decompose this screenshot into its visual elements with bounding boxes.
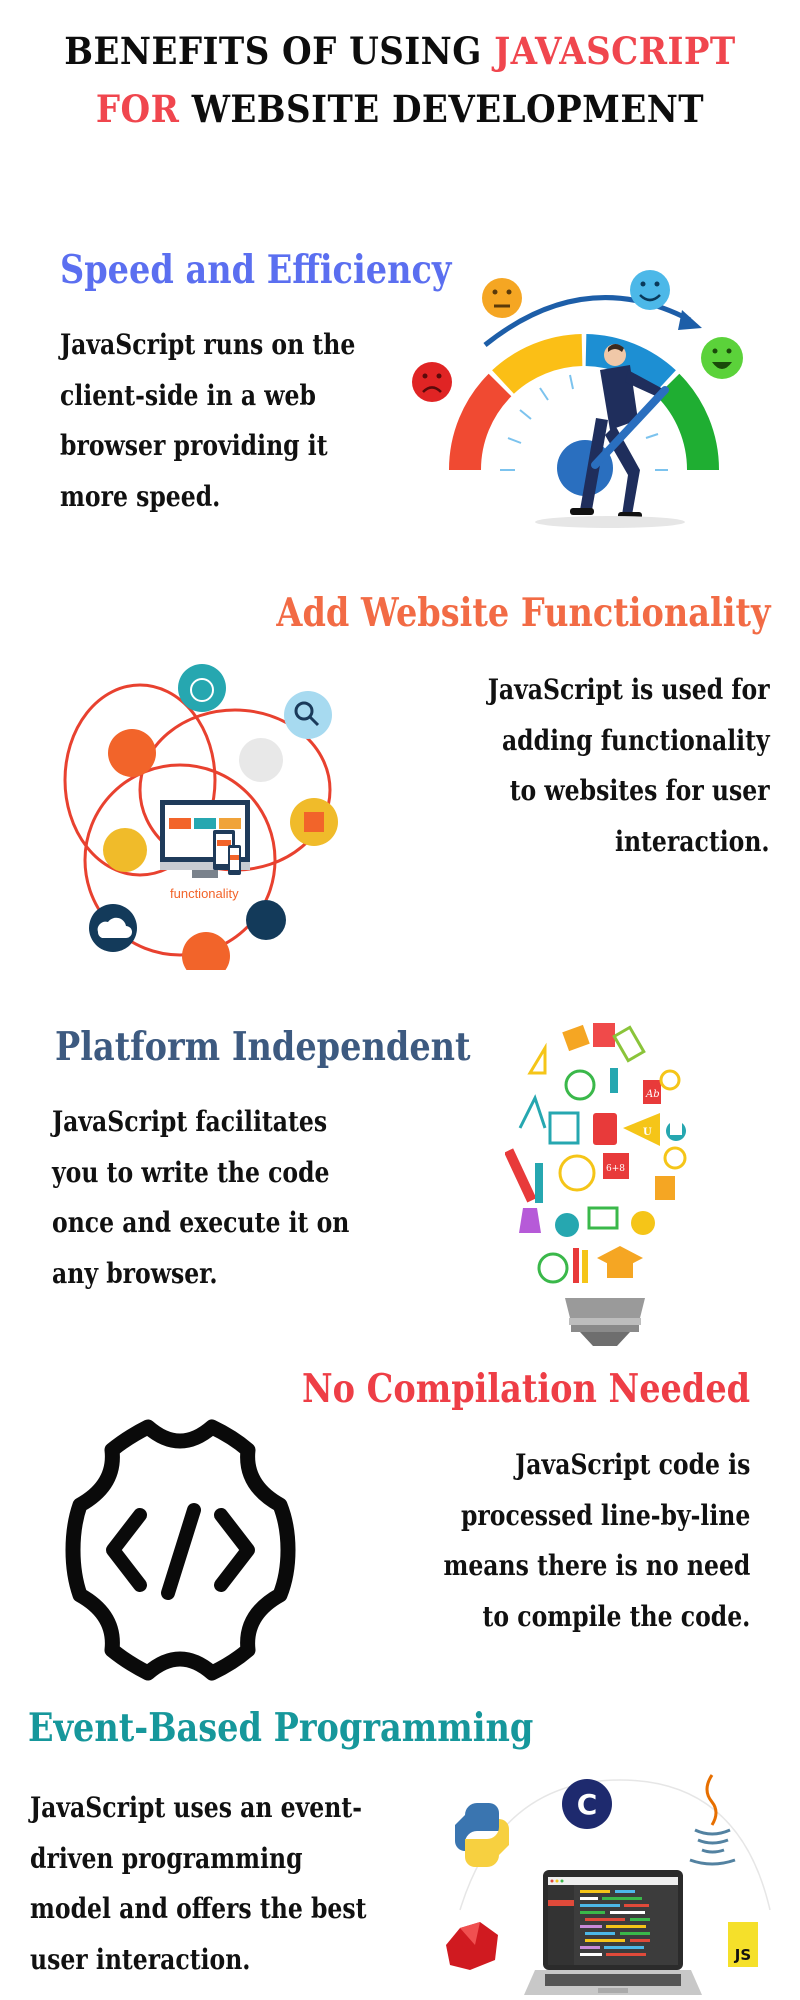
title-line-1: BENEFITS OF USING JAVASCRIPT [32,22,768,80]
code-gear-illustration [48,1415,313,1685]
ruby-logo-icon [446,1922,498,1970]
section-heading-compilation: No Compilation Needed [301,1366,750,1412]
section-body-platform: JavaScript facilitates you to write the … [52,1105,350,1290]
section-body-functionality: JavaScript is used for adding functional… [488,673,770,858]
section-heading-speed: Speed and Efficiency [60,247,452,293]
svg-text:C: C [577,1788,598,1821]
javascript-logo-icon: JS [728,1922,758,1967]
programming-languages-illustration: C JS [440,1770,780,1995]
section-heading-platform: Platform Independent [55,1024,471,1070]
gear-code-icon [65,1419,296,1681]
title-text: BENEFITS OF USING [64,29,495,73]
svg-text:JS: JS [734,1946,751,1964]
pennant-label: U [643,1127,652,1138]
tools-icon [108,729,156,777]
title-accent-javascript: JAVASCRIPT [494,29,736,73]
chat-icon [182,932,230,970]
light-bulb-illustration: Ab U 6+8 [505,1018,715,1348]
laptop-icon [524,1870,702,1995]
globe-location-icon [178,664,226,712]
chalkboard-label: 6+8 [606,1164,625,1174]
settings-icon [239,738,283,782]
functionality-label: functionality [170,886,239,901]
speedometer-illustration [410,270,760,530]
sad-face-icon [412,362,452,402]
title-text: WEBSITE DEVELOPMENT [179,87,705,131]
python-logo-icon [455,1803,509,1867]
happy-face-icon [630,270,670,310]
neutral-face-icon [482,278,522,318]
functionality-illustration: functionality [60,650,360,970]
title-accent-for: FOR [95,87,180,131]
section-body-compilation: JavaScript code is processed line-by-lin… [443,1448,750,1633]
title-line-2: FOR WEBSITE DEVELOPMENT [32,80,768,138]
page-title: BENEFITS OF USING JAVASCRIPT FOR WEBSITE… [32,22,768,138]
very-happy-face-icon [701,337,743,379]
search-icon [284,691,332,739]
book-label: Ab [645,1089,660,1100]
java-logo-icon [689,1774,736,1866]
like-icon [246,900,286,940]
section-body-event: JavaScript uses an event- driven program… [30,1791,367,1976]
c-logo-icon: C [562,1779,612,1829]
section-heading-functionality: Add Website Functionality [275,590,770,636]
video-icon [103,828,147,872]
section-heading-event: Event-Based Programming [28,1705,534,1751]
section-body-speed: JavaScript runs on the client-side in a … [60,328,356,513]
